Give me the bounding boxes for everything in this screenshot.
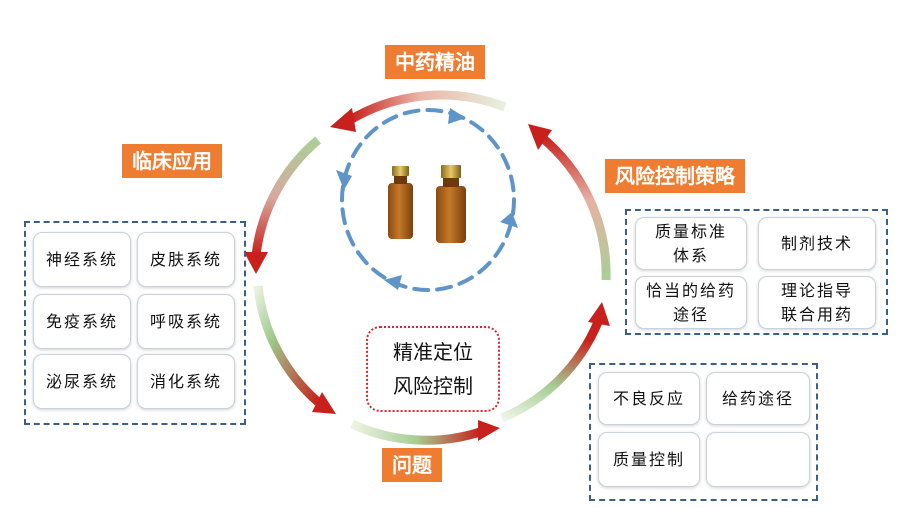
clinical-item: 皮肤系统 xyxy=(137,232,235,287)
cycle-arc-left xyxy=(251,136,321,256)
cycle-arc-bottom xyxy=(350,419,482,445)
clinical-item: 呼吸系统 xyxy=(137,294,235,349)
bottles-icon xyxy=(388,165,466,243)
problem-item: 给药途径 xyxy=(706,372,810,425)
problem-item-icon-card xyxy=(706,432,810,487)
strategy-item: 质量标准体系 xyxy=(635,217,747,270)
clinical-item: 神经系统 xyxy=(33,232,131,287)
cycle-arrowhead-top xyxy=(330,108,356,132)
cycle-arc-right-top xyxy=(537,132,611,281)
cycle-arrowhead-left-bottom xyxy=(312,392,336,414)
clinical-title-tag: 临床应用 xyxy=(122,144,222,178)
strategy-item: 制剂技术 xyxy=(758,217,876,270)
cycle-arrowhead-right-top xyxy=(528,124,552,150)
problem-item: 不良反应 xyxy=(598,372,700,425)
cycle-arc-left-bottom xyxy=(253,285,321,406)
clinical-item: 泌尿系统 xyxy=(33,354,131,409)
cycle-arc-top xyxy=(347,90,507,124)
inner-dashed-cycle xyxy=(340,108,516,292)
center-title-tag: 中药精油 xyxy=(385,45,485,79)
cycle-arrowhead-left xyxy=(244,252,268,274)
cycle-arrowhead-bottom xyxy=(478,420,500,441)
problem-item: 质量控制 xyxy=(598,432,700,487)
center-box-line2: 风险控制 xyxy=(393,374,473,398)
center-box: 精准定位 风险控制 xyxy=(366,326,500,412)
cycle-arrowhead-right-bottom xyxy=(588,302,610,326)
clinical-item: 消化系统 xyxy=(137,354,235,409)
strategy-item: 恰当的给药途径 xyxy=(635,276,747,329)
clinical-item: 免疫系统 xyxy=(33,294,131,349)
problem-title-tag: 问题 xyxy=(382,448,442,482)
strategy-item: 理论指导联合用药 xyxy=(758,276,876,329)
center-box-line1: 精准定位 xyxy=(393,340,473,364)
inner-cycle-arrowheads xyxy=(336,108,518,290)
cycle-arc-right-bottom xyxy=(500,320,603,423)
strategy-title-tag: 风险控制策略 xyxy=(605,159,745,193)
